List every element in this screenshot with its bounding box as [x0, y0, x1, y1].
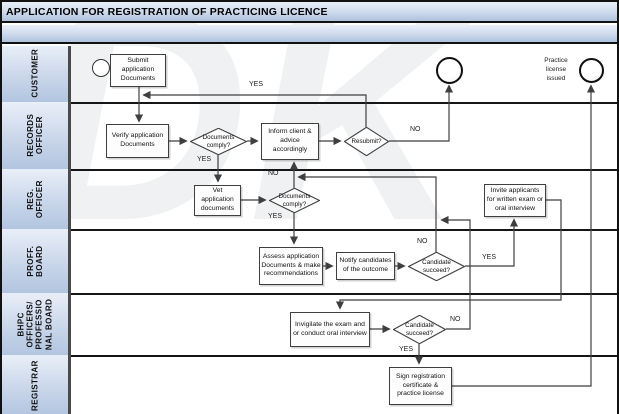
- decision-candidate-succeed-bhpc: Candidate succeed?: [393, 315, 446, 344]
- lane-registrar: REGISTRAR: [2, 355, 71, 414]
- lane-records-officer: RECORDS OFFICER: [2, 102, 71, 169]
- diamond-shape: [393, 315, 446, 344]
- task-invite-applicants: Invite applicants for written exam or or…: [484, 184, 546, 217]
- lane-bhpc-board-label: BHPC OFFICERS/ PROFESSIO NAL BOARD: [16, 298, 54, 350]
- lane-divider: [2, 293, 617, 295]
- page-title: APPLICATION FOR REGISTRATION OF PRACTICI…: [2, 2, 617, 23]
- decision-label: Documents comply?: [278, 192, 311, 208]
- license-issued-note: Practice license issued: [544, 57, 568, 82]
- task-notify-candidates: Notify candidates of the outcome: [336, 252, 395, 280]
- task-vet-documents: Vet application documents: [194, 185, 241, 216]
- lane-proff-board-label: PROFF. BOARD: [25, 245, 44, 277]
- lane-customer-label: CUSTOMER: [30, 49, 40, 98]
- lane-divider: [2, 355, 617, 357]
- lane-proff-board: PROFF. BOARD: [2, 229, 71, 293]
- diamond-shape: [344, 127, 389, 156]
- label-succeed-proff-no: NO: [417, 238, 428, 245]
- lane-bhpc-board: BHPC OFFICERS/ PROFESSIO NAL BOARD: [2, 293, 71, 355]
- decision-candidate-succeed-proff: Candidate succeed?: [408, 252, 465, 281]
- lane-reg-officer: REG. OFFICER: [2, 169, 71, 229]
- header-band: [2, 25, 617, 44]
- task-assess-application: Assess application Documents & make reco…: [259, 247, 323, 285]
- edge-resubmit-yes-to-resubmission: [142, 90, 367, 127]
- label-resubmit-no: NO: [410, 126, 421, 133]
- task-sign-certificate: Sign registration certificate & practice…: [389, 367, 452, 405]
- label-comply-reg-no: NO: [268, 170, 279, 177]
- decision-label: Candidate succeed?: [405, 321, 434, 337]
- end-event-no-resubmit: [436, 57, 463, 84]
- label-comply-records-yes: YES: [197, 156, 212, 163]
- label-comply-reg-yes: YES: [268, 213, 283, 220]
- lane-registrar-label: REGISTRAR: [30, 360, 40, 411]
- start-event: [92, 59, 110, 77]
- lane-records-officer-label: RECORDS OFFICER: [25, 114, 44, 157]
- end-event-license-issued: [579, 58, 604, 83]
- decision-label: Documents comply?: [202, 133, 235, 149]
- decision-resubmit: Resubmit?: [344, 127, 389, 156]
- decision-label: Resubmit?: [351, 137, 382, 145]
- task-inform-client: Inform client & advice accordingly: [261, 123, 319, 160]
- label-succeed-bhpc-yes: YES: [399, 346, 414, 353]
- label-resubmit-yes: YES: [249, 81, 264, 88]
- task-invigilate-exam: Invigilate the exam and or conduct oral …: [290, 312, 370, 347]
- task-verify-application: Verify application Documents: [106, 124, 169, 158]
- decision-documents-comply-records: Documents comply?: [190, 128, 247, 155]
- lane-divider: [2, 102, 617, 104]
- edge-sign-to-license-issued: [452, 84, 596, 387]
- decision-documents-comply-reg: Documents comply?: [269, 188, 320, 213]
- lane-divider: [2, 229, 617, 231]
- diamond-shape: [190, 128, 247, 155]
- lane-customer: CUSTOMER: [2, 46, 71, 102]
- label-succeed-proff-yes: YES: [482, 254, 497, 261]
- task-submit-application: Submit application Documents: [110, 54, 166, 87]
- lane-reg-officer-label: REG. OFFICER: [25, 180, 44, 218]
- label-succeed-bhpc-no: NO: [450, 316, 461, 323]
- lane-divider: [2, 169, 617, 171]
- decision-label: Candidate succeed?: [422, 258, 451, 274]
